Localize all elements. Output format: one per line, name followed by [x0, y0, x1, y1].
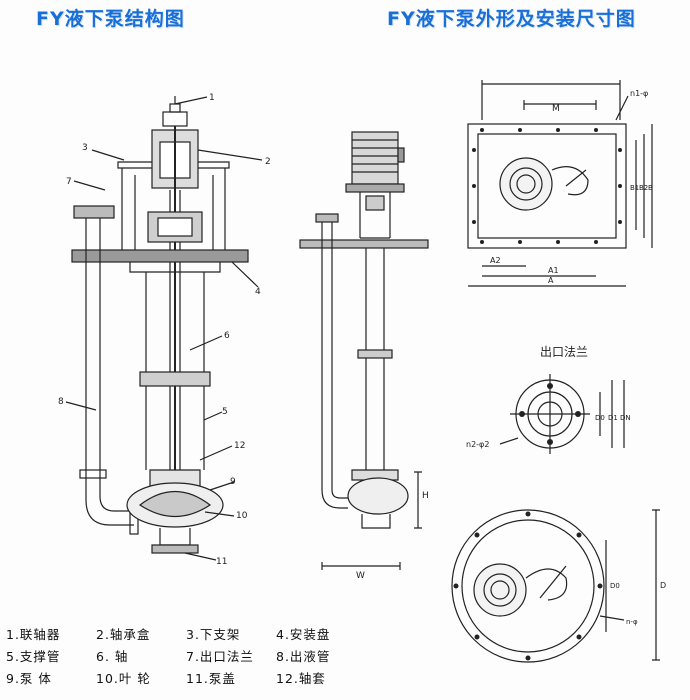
- impeller: [138, 490, 212, 517]
- legend-item: 8.出液管: [276, 649, 331, 664]
- plan-view: [467, 80, 653, 287]
- callout-12: 12: [234, 441, 245, 451]
- coupling: [162, 111, 188, 127]
- support-pipe: [145, 272, 205, 470]
- legend-item: 2.轴承盒: [96, 627, 151, 642]
- legend-item: 4.安装盘: [276, 627, 331, 642]
- mounting-plate: [71, 249, 249, 263]
- outlet-pipe: [85, 218, 134, 526]
- legend-item: 5.支撑管: [6, 649, 61, 664]
- dim-a2: A2: [490, 256, 501, 265]
- dim-m: M: [552, 104, 560, 114]
- legend-item: 12.轴套: [276, 671, 326, 686]
- legend-item: 10.叶 轮: [96, 671, 151, 686]
- callout-11: 11: [216, 557, 227, 567]
- legend-item: 6. 轴: [96, 649, 129, 664]
- dim-a1: A1: [548, 266, 559, 275]
- legend-item: 3.下支架: [186, 627, 241, 642]
- elevation-drawing: [299, 131, 429, 570]
- callout-4: 4: [255, 287, 261, 297]
- dim-w: W: [356, 571, 365, 581]
- callout-10: 10: [236, 511, 248, 521]
- legend-item: 9.泵 体: [6, 671, 52, 686]
- flange-title: 出口法兰: [540, 345, 588, 359]
- dim-flange-d0: D0: [595, 414, 605, 422]
- callout-8: 8: [58, 397, 64, 407]
- dim-base-n: n-φ: [626, 618, 638, 626]
- legend-item: 7.出口法兰: [186, 649, 254, 664]
- dim-a: A: [548, 276, 554, 285]
- dim-b1: B1: [630, 184, 639, 192]
- callout-2: 2: [265, 157, 271, 167]
- outlet-flange: [73, 205, 115, 219]
- dim-b2: B2: [639, 184, 648, 192]
- structure-drawing: [65, 96, 263, 561]
- base-plan-view: [451, 509, 660, 663]
- legend-item: 1.联轴器: [6, 627, 61, 642]
- parts-legend: 1.联轴器 2.轴承盒 3.下支架 4.安装盘 5.支撑管 6. 轴 7.出口法…: [6, 624, 366, 690]
- callout-7: 7: [66, 177, 72, 187]
- callout-1: 1: [209, 93, 215, 103]
- dim-b: B: [648, 184, 653, 192]
- dim-flange-dn: DN: [620, 414, 631, 422]
- legend-row: 1.联轴器 2.轴承盒 3.下支架 4.安装盘: [6, 624, 366, 646]
- outlet-flange-view: [499, 374, 625, 454]
- callouts: 1 2 3 4 5 6 7 8 9 10 11 12: [58, 93, 271, 567]
- dimensions-title: FY液下泵外形及安装尺寸图: [387, 8, 636, 30]
- callout-6: 6: [224, 331, 230, 341]
- dim-base-d0: D0: [610, 582, 620, 590]
- dim-n1: n1-φ: [630, 89, 648, 98]
- dim-h: H: [422, 491, 429, 501]
- pump-cover: [151, 544, 199, 554]
- structure-title: FY液下泵结构图: [36, 8, 185, 30]
- callout-9: 9: [230, 477, 236, 487]
- callout-3: 3: [82, 143, 88, 153]
- dim-flange-d1: D1: [608, 414, 618, 422]
- dim-base-d: D: [660, 581, 666, 590]
- callout-5: 5: [222, 407, 228, 417]
- legend-row: 9.泵 体 10.叶 轮 11.泵盖 12.轴套: [6, 668, 366, 690]
- legend-item: 11.泵盖: [186, 671, 236, 686]
- dim-flange-n2: n2-φ2: [466, 440, 489, 449]
- legend-row: 5.支撑管 6. 轴 7.出口法兰 8.出液管: [6, 646, 366, 668]
